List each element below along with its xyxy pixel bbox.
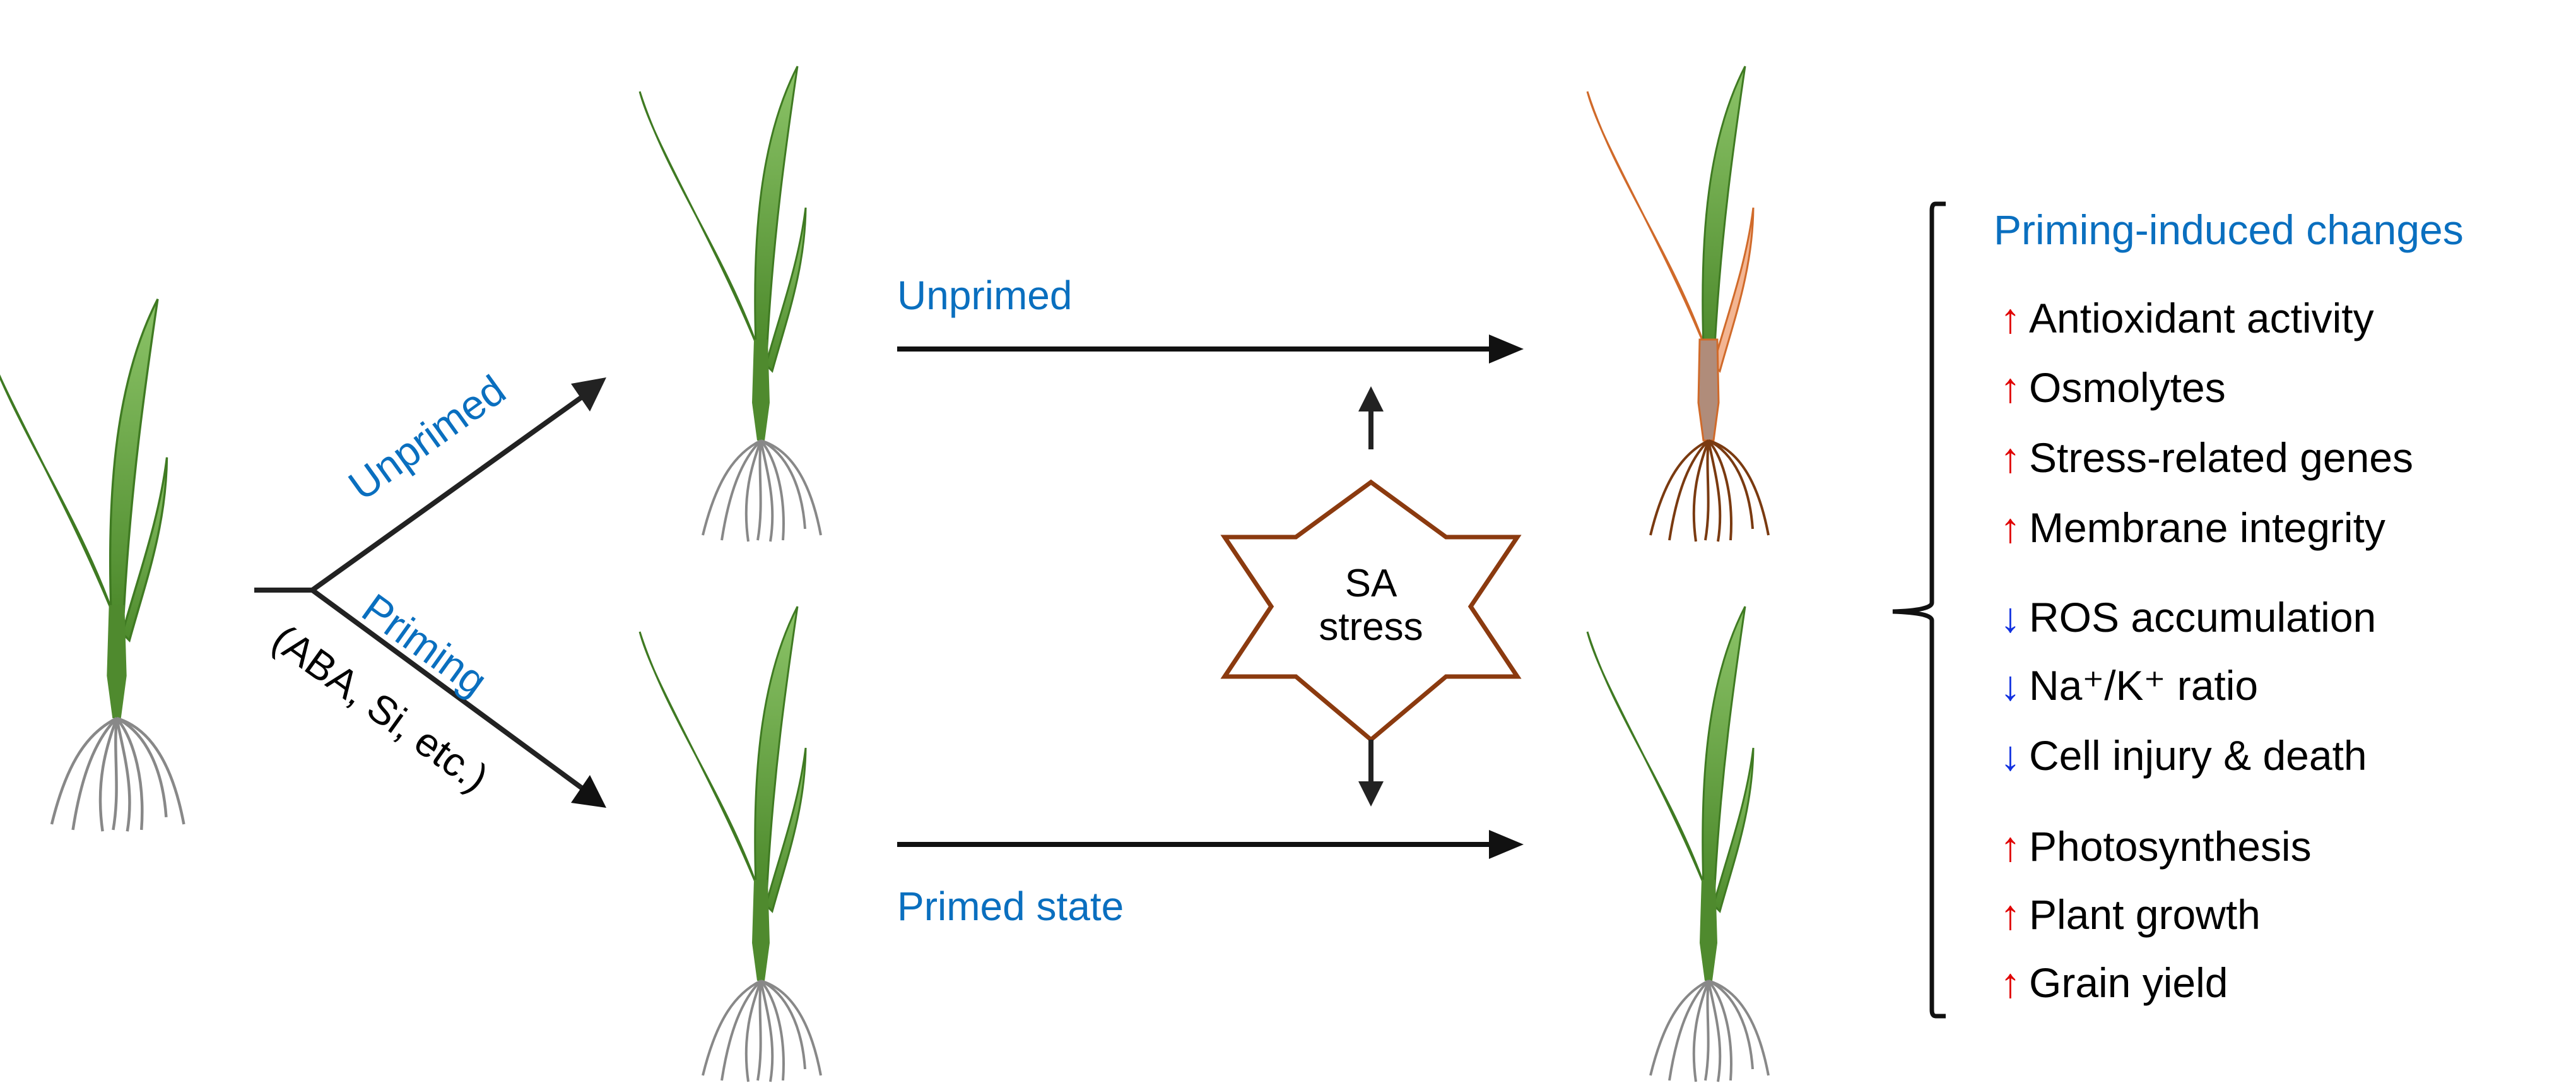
change-item: ↓Cell injury & death: [2000, 732, 2367, 779]
down-arrow-icon: ↓: [2000, 732, 2021, 779]
change-item: ↑Membrane integrity: [2000, 504, 2385, 551]
change-item-text: Plant growth: [2029, 891, 2261, 938]
up-arrow-icon: ↑: [2000, 959, 2021, 1006]
pathway-unprimed-label: Unprimed: [897, 273, 1072, 318]
change-item-text: Photosynthesis: [2029, 823, 2312, 870]
fork-arrows: [254, 389, 592, 796]
changes-title: Priming-induced changes: [1994, 206, 2464, 253]
changes-list: ↑Antioxidant activity↑Osmolytes↑Stress-r…: [2000, 295, 2413, 1006]
branch-unprimed-label: Unprimed: [340, 366, 514, 509]
stress-label-line1: SA: [1345, 562, 1397, 605]
arrowhead-icon: [1358, 781, 1384, 807]
down-arrow-icon: ↓: [2000, 662, 2021, 709]
pathway-primed-label: Primed state: [897, 884, 1124, 929]
change-item-text: Antioxidant activity: [2029, 295, 2374, 341]
change-item: ↑Stress-related genes: [2000, 434, 2413, 481]
plant-unprimed: [638, 65, 822, 543]
change-item-text: Osmolytes: [2029, 364, 2226, 411]
change-item-text: Na⁺/K⁺ ratio: [2029, 662, 2258, 709]
up-arrow-icon: ↑: [2000, 823, 2021, 870]
plant-primed: [638, 605, 822, 1083]
change-item-text: Cell injury & death: [2029, 732, 2367, 779]
up-arrow-icon: ↑: [2000, 295, 2021, 341]
change-item: ↑Antioxidant activity: [2000, 295, 2374, 341]
plant-primed-stressed: [1586, 605, 1770, 1083]
curly-bracket: [1892, 201, 1946, 1019]
change-item-text: Membrane integrity: [2029, 504, 2385, 551]
change-item-text: Grain yield: [2029, 959, 2228, 1006]
seedling-initial: [0, 299, 184, 831]
arrowhead-icon: [1489, 334, 1524, 364]
change-item-text: ROS accumulation: [2029, 594, 2376, 641]
change-item: ↑Plant growth: [2000, 891, 2261, 938]
stress-label-line2: stress: [1319, 605, 1423, 649]
change-item: ↑Osmolytes: [2000, 364, 2226, 411]
up-arrow-icon: ↑: [2000, 364, 2021, 411]
change-item: ↓ROS accumulation: [2000, 594, 2376, 641]
arrowhead-icon: [1489, 830, 1524, 859]
change-item: ↓Na⁺/K⁺ ratio: [2000, 662, 2258, 709]
arrowhead-icon: [571, 775, 606, 808]
plant-unprimed-stressed: [1586, 65, 1770, 543]
up-arrow-icon: ↑: [2000, 434, 2021, 481]
up-arrow-icon: ↑: [2000, 891, 2021, 938]
change-item-text: Stress-related genes: [2029, 434, 2413, 481]
change-item: ↑Photosynthesis: [2000, 823, 2312, 870]
down-arrow-icon: ↓: [2000, 594, 2021, 641]
change-item: ↑Grain yield: [2000, 959, 2228, 1006]
arrowhead-icon: [1358, 386, 1384, 411]
arrowhead-icon: [571, 377, 606, 411]
up-arrow-icon: ↑: [2000, 504, 2021, 551]
